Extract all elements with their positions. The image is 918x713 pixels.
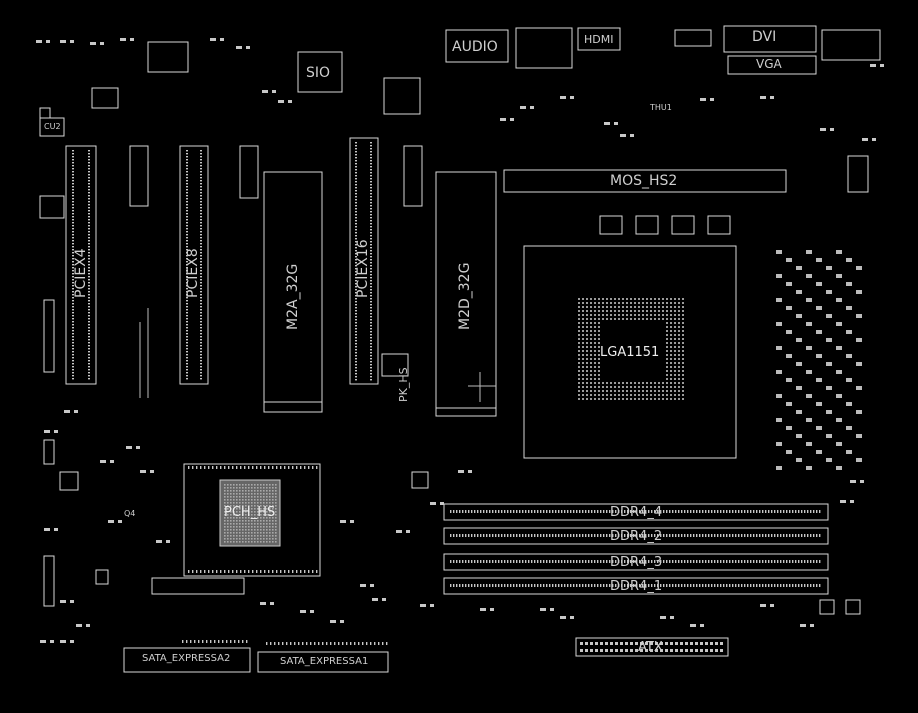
mos-heatsink [503, 169, 787, 193]
pciex8-slot [179, 145, 209, 385]
atx-label: ATX [638, 640, 663, 655]
sio-label: SIO [306, 65, 331, 81]
cpu-socket-frame [523, 245, 737, 459]
dimm-ddr4-1 [443, 577, 829, 595]
vga-connector [727, 55, 817, 75]
usb-hub-chip [147, 41, 189, 73]
dvi-connector [723, 25, 817, 53]
atx-power-connector [575, 637, 729, 657]
sata-expressa2-label: SATA_EXPRESSA2 [142, 653, 231, 664]
q4-label: Q4 [124, 509, 136, 518]
mos-hs2-label: MOS_HS2 [610, 173, 678, 189]
ps2-connector [674, 29, 712, 47]
audio-connector [445, 29, 509, 63]
usb-lan-connector [515, 27, 573, 69]
hdmi-connector [577, 27, 621, 51]
sio-chip [297, 51, 343, 93]
sata-expressa1-label: SATA_EXPRESSA1 [280, 656, 369, 667]
dimm-ddr4-3 [443, 553, 829, 571]
cpu-socket-label: LGA1151 [600, 345, 660, 360]
ddr4-4-label: DDR4_4 [610, 505, 663, 520]
pciex16-label: PCIEX16 [355, 239, 371, 298]
pciex4-slot [65, 145, 97, 385]
pciex8-label: PCIEX8 [185, 248, 201, 298]
m2d-label: M2D_32G [457, 262, 473, 330]
sata-express-1 [257, 651, 389, 673]
dimm-ddr4-2 [443, 527, 829, 545]
cu2-label: CU2 [44, 122, 61, 131]
audio-codec [383, 77, 421, 115]
pk-hs-label: PK_HS [397, 367, 410, 402]
sata-express-2 [123, 647, 251, 673]
hdmi-label: HDMI [584, 33, 614, 46]
audio-label: AUDIO [452, 39, 498, 55]
dimm-ddr4-4 [443, 503, 829, 521]
pch-hs-label: PCH_HS [224, 505, 276, 520]
ddr4-3-label: DDR4_3 [610, 555, 663, 570]
dvi-label: DVI [752, 29, 777, 45]
pciex16-slot [349, 137, 379, 385]
thu1-label: THU1 [650, 103, 672, 112]
usb3-connector [821, 29, 881, 61]
pch-frame [183, 463, 321, 577]
pciex4-label: PCIEX4 [73, 248, 89, 298]
ddr4-1-label: DDR4_1 [610, 579, 663, 594]
ddr4-2-label: DDR4_2 [610, 529, 663, 544]
m2a-label: M2A_32G [285, 263, 301, 330]
vga-label: VGA [756, 57, 782, 71]
